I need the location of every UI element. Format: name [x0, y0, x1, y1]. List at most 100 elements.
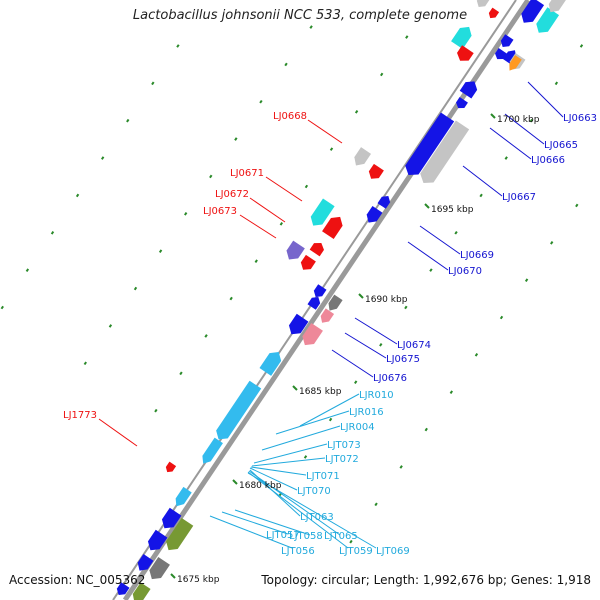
gene-label-lj0672[interactable]: LJ0672	[215, 189, 249, 200]
gene-label-ljt069[interactable]: LJT069	[376, 546, 410, 557]
label-leader	[98, 418, 138, 447]
gene-label-ljt070[interactable]: LJT070	[297, 486, 331, 497]
gene-label-ljt058[interactable]: LJT058	[289, 531, 323, 542]
gene-arrow[interactable]	[299, 322, 323, 349]
label-leader	[250, 466, 307, 476]
gene-arrow[interactable]	[172, 486, 192, 509]
gene-label-lj0666[interactable]: LJ0666	[531, 155, 565, 166]
gene-arrow[interactable]	[518, 0, 545, 27]
scale-tick	[83, 361, 87, 366]
scale-tick	[304, 184, 309, 189]
scale-tick	[184, 212, 188, 216]
gene-arrow[interactable]	[307, 294, 323, 310]
gene-label-lj0668[interactable]: LJ0668	[273, 111, 307, 122]
gene-arrow[interactable]	[199, 437, 223, 467]
gene-arrow[interactable]	[545, 0, 567, 16]
gene-label-lj1773[interactable]: LJ1773	[63, 410, 97, 421]
scale-tick	[524, 278, 529, 282]
gene-arrow[interactable]	[493, 48, 507, 62]
gene-arrow[interactable]	[364, 206, 383, 226]
label-leader	[253, 443, 328, 464]
gene-arrow[interactable]	[325, 294, 343, 314]
scale-tick	[25, 268, 30, 272]
scale-tick	[209, 174, 213, 179]
gene-arrow[interactable]	[309, 240, 327, 257]
gene-arrow[interactable]	[487, 7, 500, 21]
gene-arrow[interactable]	[459, 77, 481, 99]
gene-label-ljt063[interactable]: LJT063	[300, 512, 334, 523]
gene-arrow[interactable]	[298, 254, 316, 273]
gene-label-lj0663[interactable]: LJ0663	[563, 113, 597, 124]
gene-arrow[interactable]	[115, 582, 130, 598]
gene-arrow[interactable]	[499, 34, 514, 50]
gene-arrow[interactable]	[351, 147, 371, 169]
gene-arrow[interactable]	[451, 23, 475, 50]
kbp-tick	[424, 203, 430, 209]
scale-tick	[575, 203, 579, 208]
gene-arrow[interactable]	[259, 348, 284, 376]
scale-tick	[50, 230, 55, 235]
gene-arrow[interactable]	[213, 380, 262, 444]
gene-arrow[interactable]	[286, 313, 309, 338]
label-leader	[251, 457, 326, 467]
gene-label-ljt072[interactable]: LJT072	[325, 454, 359, 465]
gene-arrow[interactable]	[135, 554, 154, 574]
scale-tick	[424, 427, 428, 432]
gene-arrow[interactable]	[159, 507, 182, 532]
gene-label-lj0675[interactable]: LJ0675	[386, 354, 420, 365]
scale-tick	[100, 156, 105, 160]
gene-label-ljt059[interactable]: LJT059	[339, 546, 373, 557]
gene-label-ljr010[interactable]: LJR010	[359, 390, 394, 401]
label-leader	[307, 119, 343, 144]
kbp-tick	[292, 385, 298, 391]
gene-label-ljr004[interactable]: LJR004	[340, 422, 375, 433]
gene-arrow[interactable]	[475, 0, 490, 10]
gene-label-ljt071[interactable]: LJT071	[306, 471, 340, 482]
gene-label-lj0674[interactable]: LJ0674	[397, 340, 431, 351]
label-leader	[239, 214, 277, 239]
scale-tick	[579, 44, 584, 48]
gene-label-lj0669[interactable]: LJ0669	[460, 250, 494, 261]
gene-arrow[interactable]	[129, 582, 151, 600]
scale-tick	[158, 249, 163, 253]
gene-arrow[interactable]	[454, 45, 474, 64]
gene-arrow[interactable]	[377, 193, 393, 209]
scale-tick	[554, 81, 559, 86]
gene-label-ljt065[interactable]: LJT065	[324, 531, 358, 542]
gene-label-ljr016[interactable]: LJR016	[349, 407, 384, 418]
gene-arrow[interactable]	[454, 97, 468, 111]
gene-arrow[interactable]	[402, 112, 455, 179]
kbp-label: 1675 kbp	[177, 575, 220, 585]
gene-label-lj0665[interactable]: LJ0665	[544, 140, 578, 151]
gene-arrow[interactable]	[145, 529, 168, 554]
gene-arrow[interactable]	[312, 284, 327, 300]
scale-tick	[234, 137, 238, 141]
gene-label-ljt057[interactable]: LJT057	[266, 530, 300, 541]
label-leader	[354, 317, 398, 345]
gene-arrow[interactable]	[366, 163, 384, 182]
gene-arrow[interactable]	[283, 240, 305, 264]
gene-label-ljt056[interactable]: LJT056	[281, 546, 315, 557]
gene-label-lj0673[interactable]: LJ0673	[203, 206, 237, 217]
gene-arrow[interactable]	[146, 556, 170, 583]
gene-label-lj0671[interactable]: LJ0671	[230, 168, 264, 179]
gene-label-lj0676[interactable]: LJ0676	[373, 373, 407, 384]
gene-label-lj0667[interactable]: LJ0667	[502, 192, 536, 203]
gene-arrow[interactable]	[322, 213, 346, 240]
gene-arrow[interactable]	[506, 55, 522, 73]
label-leader	[527, 81, 564, 118]
gene-arrow[interactable]	[163, 517, 194, 554]
gene-arrow[interactable]	[164, 461, 177, 475]
gene-arrow[interactable]	[533, 7, 560, 36]
kbp-tick	[170, 573, 176, 579]
gene-arrow[interactable]	[307, 198, 335, 229]
gene-arrow[interactable]	[318, 308, 335, 325]
gene-arrow[interactable]	[417, 120, 470, 187]
kbp-label: 1690 kbp	[365, 295, 408, 305]
gene-label-ljt073[interactable]: LJT073	[327, 440, 361, 451]
label-leader	[275, 410, 350, 435]
gene-label-lj0670[interactable]: LJ0670	[448, 266, 482, 277]
scale-tick	[303, 455, 308, 459]
scale-tick	[151, 81, 155, 86]
